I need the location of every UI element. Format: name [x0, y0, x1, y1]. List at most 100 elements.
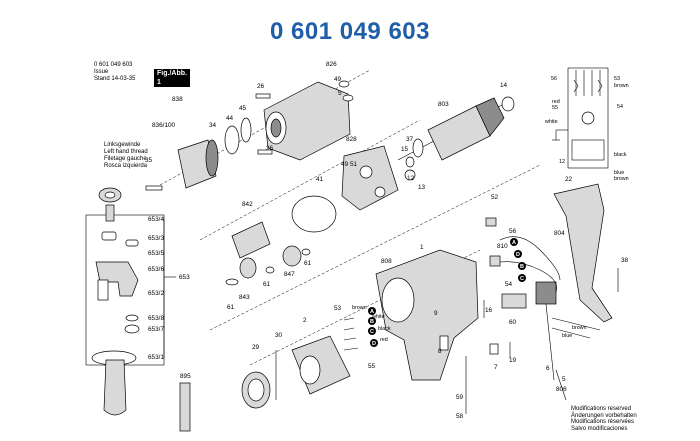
wire-label-blue-cord: blue: [562, 333, 572, 339]
gear-housing-bore-inner: [270, 118, 282, 138]
marker-d-field-label: D: [372, 341, 376, 347]
callout-60: 60: [509, 319, 517, 326]
part-49: [338, 80, 350, 88]
small-parts: [465, 300, 567, 414]
header-date: 14-03-35: [111, 76, 136, 82]
callout-842: 842: [242, 201, 253, 208]
marker-d-switch-label: D: [516, 252, 520, 258]
schematic-top-leads: [575, 70, 601, 96]
mods-en: Modifications reserved: [571, 406, 632, 412]
callout-38: 38: [621, 257, 629, 264]
ring-44: [224, 125, 240, 155]
wire-lead-b: [343, 327, 355, 331]
marker-d-field: [370, 339, 378, 347]
callout-34: 34: [209, 122, 217, 129]
ring-61-b: [265, 266, 275, 274]
schematic-label-red: red: [552, 99, 560, 105]
fan-ring: [412, 138, 424, 158]
switch-wire-a: [499, 236, 561, 281]
figure-badge: Fig./Abb. 1: [154, 69, 190, 87]
motor-housing: [375, 249, 479, 381]
chuck-face: [205, 139, 219, 177]
wire-label-brown-field: brown: [352, 305, 367, 311]
callout-13: 13: [418, 184, 426, 191]
schematic-field-coils: [573, 79, 603, 93]
gear-847: [282, 245, 302, 267]
part-12: [404, 169, 416, 181]
callout-26b: 26: [266, 145, 274, 152]
marker-b-field-label: B: [370, 319, 374, 325]
lh-de: Linksgewinde: [104, 142, 141, 148]
callout-653-3: 653/3: [148, 235, 164, 242]
handle-half: [553, 183, 619, 323]
power-cord: [545, 303, 555, 381]
washer-6537: [124, 324, 140, 334]
armature: [397, 96, 515, 181]
callout-653-8: 653/8: [148, 315, 164, 322]
wire-lead-c: [343, 337, 357, 341]
schematic-label-12: 12: [559, 159, 565, 165]
stand-row: Stand 14-03-35: [94, 76, 135, 83]
bearing-plate-hole-a: [359, 165, 373, 179]
gear-housing-body: [263, 81, 351, 161]
callout-53: 53: [334, 305, 342, 312]
lh-es: Rosca izquierda: [104, 163, 148, 169]
wire-label-white-field: white: [371, 314, 385, 320]
callout-12: 12: [407, 175, 415, 182]
callout-41: 41: [316, 176, 324, 183]
callout-61b: 61: [263, 281, 271, 288]
depth-rod: [179, 382, 191, 432]
assembly-guides: [159, 69, 541, 366]
callout-56: 56: [509, 228, 517, 235]
callout-5a: 5: [338, 90, 342, 97]
callout-45: 45: [239, 105, 247, 112]
callout-653-6: 653/6: [148, 266, 164, 273]
stand-label: Stand: [94, 76, 110, 82]
callout-808: 808: [381, 258, 392, 265]
callout-838: 838: [172, 96, 183, 103]
depth-stop-hole: [104, 191, 116, 199]
ring-45: [240, 117, 252, 143]
handle-shell: [553, 183, 613, 323]
wire-color-labels: brown white black red brown blue: [352, 305, 587, 343]
schematic-label-brown-2: brown: [614, 176, 629, 182]
schematic-label-blue: blue: [614, 170, 624, 176]
switch-assembly: [485, 217, 601, 381]
callout-61c: 61: [304, 260, 312, 267]
wire-lead-d: [343, 347, 359, 351]
schematic-motor: [581, 111, 595, 125]
callout-30: 30: [275, 332, 283, 339]
callout-59: 59: [456, 394, 464, 401]
part-7: [489, 343, 499, 355]
left-hand-thread-note: Linksgewinde Left hand thread Filetage g…: [104, 142, 148, 170]
chuck-key-screw: [145, 185, 163, 191]
field-bore: [299, 355, 321, 385]
gasket-41: [291, 195, 337, 233]
callout-653: 653: [179, 274, 190, 281]
switch-trigger: [439, 335, 449, 351]
bearing-plate-body: [341, 145, 399, 211]
washer-6538: [125, 314, 139, 322]
wire-label-brown-cord: brown: [572, 325, 587, 331]
callout-806: 806: [556, 386, 567, 393]
marker-a-switch-label: A: [512, 240, 516, 246]
callout-804: 804: [554, 230, 565, 237]
motor-housing-opening: [381, 277, 415, 323]
callout-14: 14: [500, 82, 508, 89]
callout-1: 1: [420, 244, 424, 251]
wire-lead-a: [343, 317, 355, 321]
gear-843: [239, 257, 257, 279]
switch-block: [535, 281, 557, 305]
ring-61-a: [225, 278, 239, 286]
lh-en: Left hand thread: [104, 149, 148, 155]
marker-d-switch: [514, 250, 522, 258]
gear-842: [231, 221, 271, 259]
callout-52: 52: [491, 194, 499, 201]
issue-label: Issue: [94, 69, 109, 75]
callout-653-4: 653/4: [148, 216, 164, 223]
wire-label-black-field: black: [378, 326, 391, 332]
callout-847: 847: [284, 271, 295, 278]
callout-836: 836/100: [152, 122, 176, 129]
